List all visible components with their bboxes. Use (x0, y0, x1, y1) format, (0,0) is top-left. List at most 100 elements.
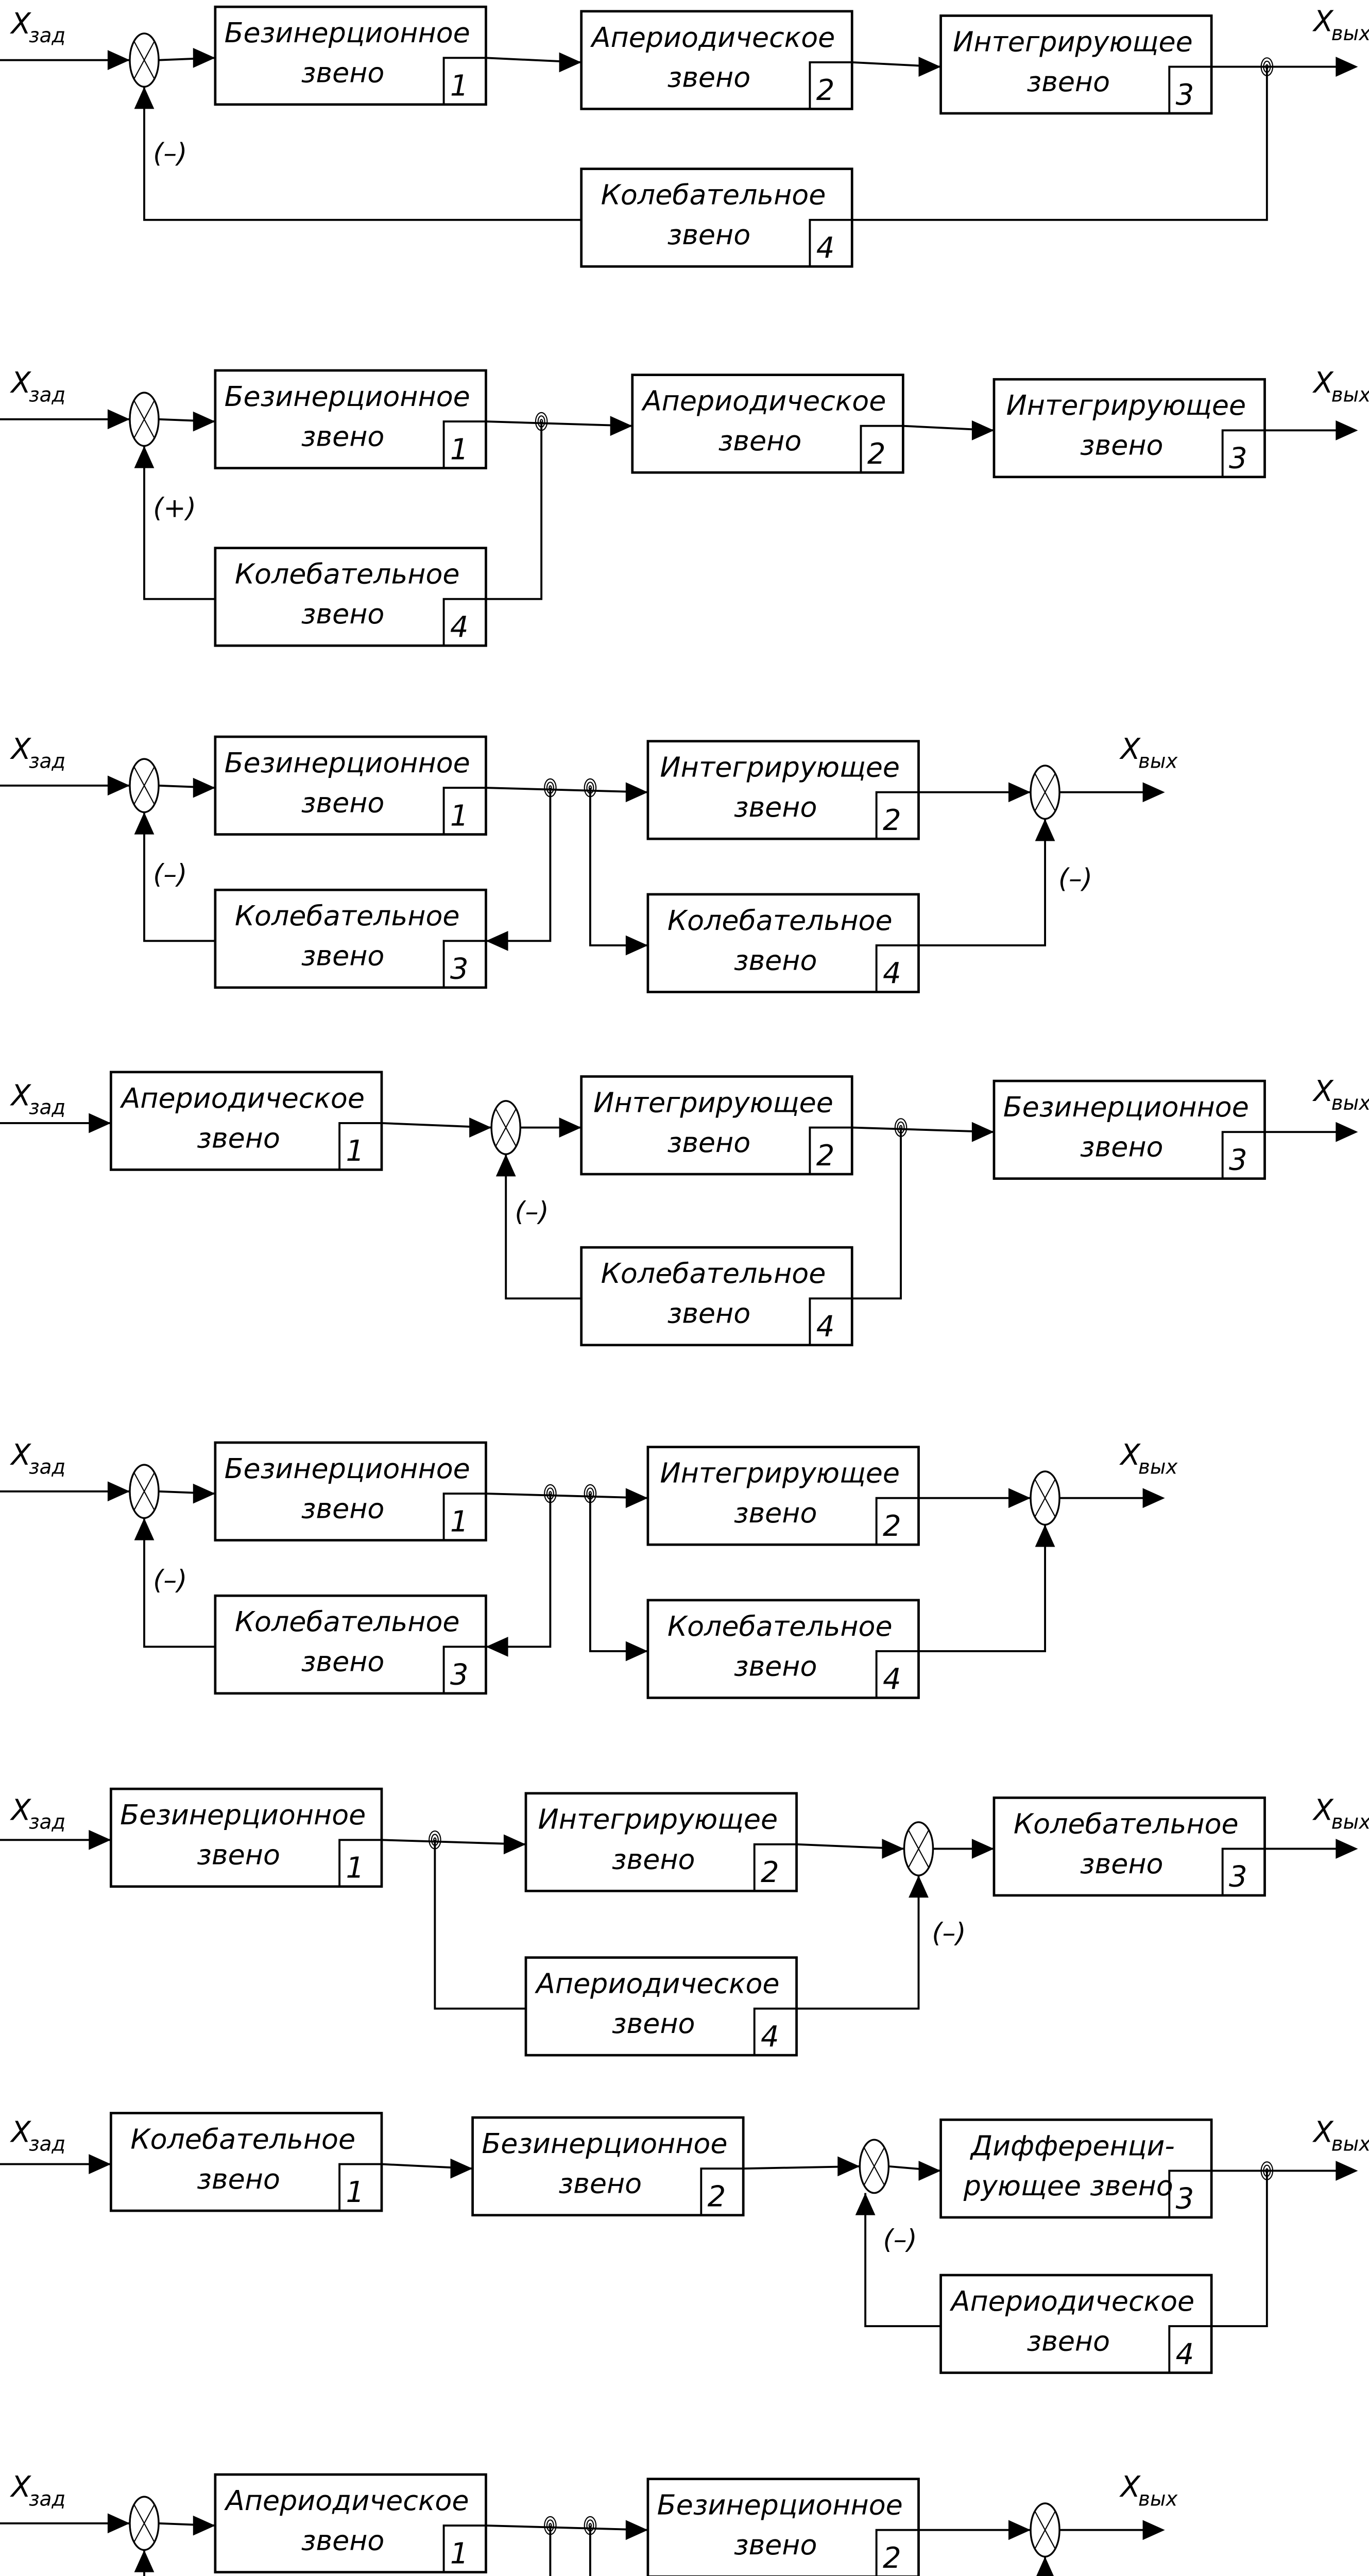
arrowhead-icon (89, 1113, 111, 1133)
input-signal-main: X (10, 1438, 32, 1472)
output-signal-main: X (1312, 1075, 1334, 1108)
block-number-cell (338, 1839, 382, 1887)
block-number-cell (442, 2524, 486, 2572)
arrowhead-icon (107, 775, 130, 796)
input-signal-main: X (10, 1793, 32, 1827)
feedback-sign-label: (–) (1058, 863, 1092, 894)
output-signal-main: X (1312, 366, 1334, 400)
block-frame (214, 5, 487, 106)
block-number-cell (442, 1646, 486, 1693)
signal-line (918, 819, 1046, 946)
block-subtitle: звено (612, 2007, 695, 2040)
arrowhead-icon (495, 1154, 516, 1177)
summer-cross-icon (863, 2147, 885, 2186)
block-frame (992, 1079, 1266, 1180)
arrowhead-icon (107, 2513, 130, 2534)
feedback-sign-label: (–) (932, 1918, 966, 1948)
block-number-cell (809, 61, 852, 109)
block-number-cell (875, 2529, 919, 2576)
arrowhead-icon (1336, 57, 1358, 77)
arrowhead-icon (918, 2161, 941, 2181)
block-number-cell (442, 787, 486, 835)
arrowhead-icon (918, 57, 941, 77)
block-number: 4 (883, 1663, 901, 1696)
block-number: 3 (1229, 1143, 1247, 1177)
block-frame (580, 1075, 853, 1176)
block-title: Колебательное (130, 2123, 355, 2155)
block-title: Колебательное (668, 1610, 893, 1642)
block-title: Интегрирующее (953, 25, 1193, 58)
block-title: Интегрирующее (538, 1803, 778, 1836)
arrowhead-icon (1142, 2520, 1165, 2540)
block-title: Колебательное (235, 558, 460, 590)
block-title: Колебательное (235, 1605, 460, 1638)
input-signal-main: X (10, 7, 32, 41)
block-frame (646, 893, 920, 993)
block-subtitle: звено (1080, 429, 1163, 462)
block-number-cell (753, 1843, 797, 1891)
arrowhead-icon (625, 2520, 648, 2540)
block-frame (580, 10, 853, 110)
input-signal-subscript: зад (29, 383, 65, 406)
block-title: Безинерционное (225, 747, 470, 779)
arrowhead-icon (1336, 2161, 1358, 2181)
block-number-cell (809, 1126, 852, 1175)
block-subtitle: звено (301, 2524, 385, 2556)
arrowhead-icon (193, 47, 215, 68)
block-subtitle: звено (1080, 1848, 1163, 1880)
block-number-cell (809, 1297, 852, 1345)
block-frame (631, 374, 904, 474)
block-frame (214, 2473, 487, 2573)
input-signal-subscript: зад (29, 2487, 65, 2511)
arrowhead-icon (450, 2158, 473, 2179)
block-number-cell (442, 940, 486, 988)
arrowhead-icon (1142, 1488, 1165, 1509)
block-subtitle: звено (301, 786, 385, 819)
block-title: Апериодическое (224, 2484, 469, 2517)
output-signal-subscript: вых (1331, 383, 1369, 406)
input-signal-subscript: зад (29, 750, 65, 773)
input-signal-main: X (10, 366, 32, 400)
block-subtitle: звено (301, 1492, 385, 1524)
arrowhead-icon (625, 935, 648, 956)
summer-cross-icon (133, 40, 156, 80)
output-signal-subscript: вых (1331, 1092, 1369, 1115)
block-subtitle: звено (668, 61, 751, 93)
arrowhead-icon (134, 1518, 155, 1540)
block-number-cell (875, 1650, 919, 1698)
arrowhead-icon (89, 1829, 111, 1850)
input-signal-subscript: зад (29, 2133, 65, 2156)
block-subtitle: звено (612, 1843, 695, 1875)
block-frame (110, 2112, 383, 2212)
arrowhead-icon (1008, 1488, 1031, 1509)
block-title: Безинерционное (482, 2127, 727, 2160)
block-frame (646, 2478, 920, 2576)
block-number: 2 (883, 2541, 901, 2575)
block-number: 3 (1229, 1860, 1247, 1894)
arrowhead-icon (1008, 782, 1031, 803)
arrowhead-icon (193, 411, 215, 432)
summer-cross-icon (908, 1829, 930, 1869)
signal-line (486, 2524, 648, 2531)
summer-cross-icon (133, 400, 156, 439)
block-title: Колебательное (601, 179, 826, 211)
output-signal-subscript: вых (1331, 1811, 1369, 1834)
signal-line (486, 1494, 552, 1648)
signal-line (143, 812, 215, 942)
